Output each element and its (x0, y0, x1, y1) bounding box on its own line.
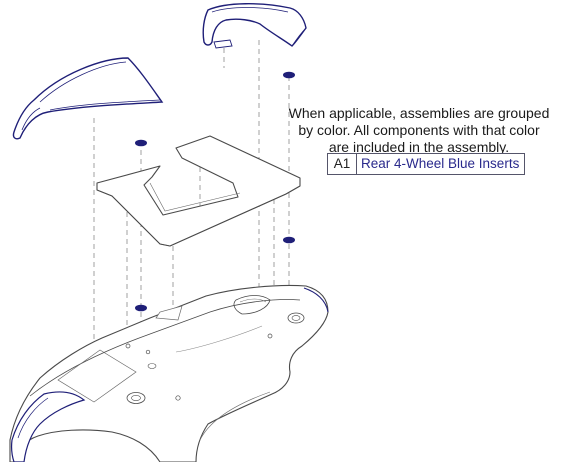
legend-description: Rear 4-Wheel Blue Inserts (361, 156, 520, 171)
legend-code: A1 (328, 154, 357, 174)
blue-washers (135, 71, 295, 312)
note-line-1: When applicable, assemblies are grouped (288, 105, 550, 121)
assembly-note: When applicable, assemblies are grouped … (284, 105, 554, 156)
washer-4 (135, 304, 147, 312)
note-line-2: by color. All components with that color (298, 122, 540, 138)
washer-1 (283, 71, 295, 79)
rear-insert-lower (11, 391, 86, 462)
washer-2 (135, 139, 147, 147)
washer-3 (283, 236, 295, 244)
blue-trim-right (303, 287, 329, 313)
rear-shroud (9, 284, 329, 462)
frame-plate (96, 135, 301, 247)
assembly-legend: A1 Rear 4-Wheel Blue Inserts (327, 153, 526, 175)
rear-insert-left (12, 57, 164, 140)
note-line-3: are included in the assembly. (328, 139, 510, 155)
rear-insert-right (202, 3, 307, 49)
